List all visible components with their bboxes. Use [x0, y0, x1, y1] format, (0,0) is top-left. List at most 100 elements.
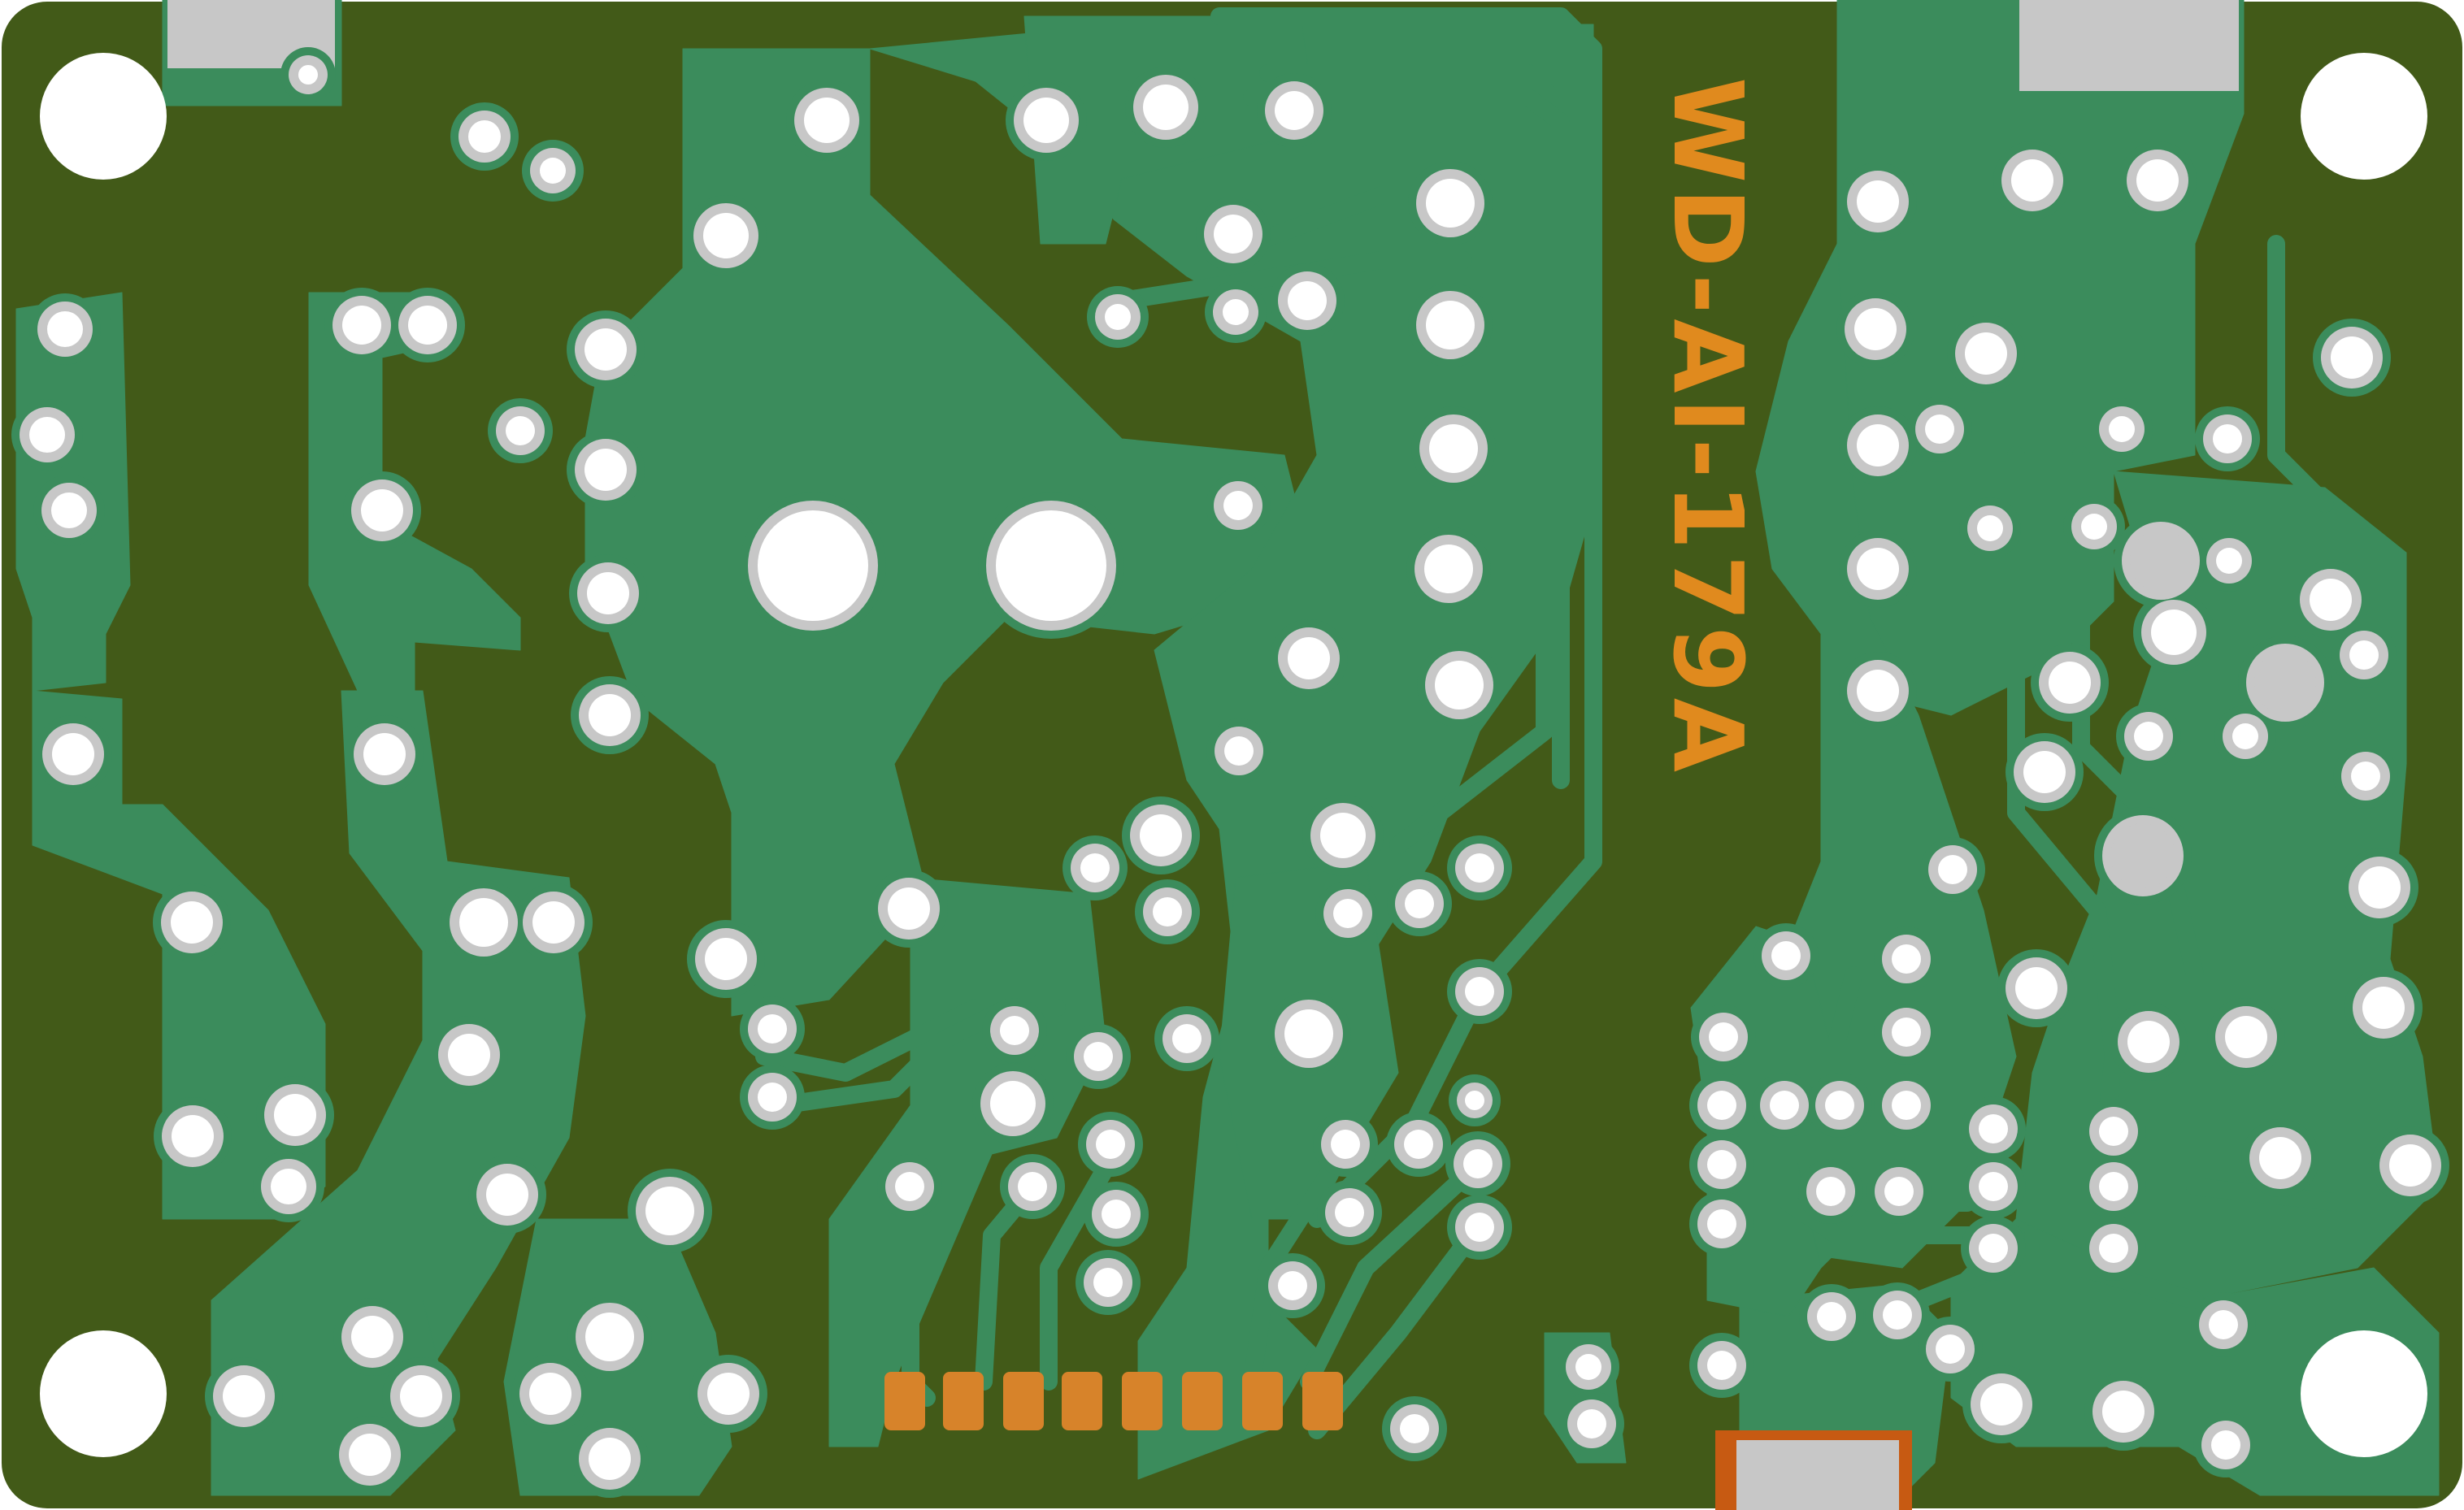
drill-hole: [1105, 304, 1131, 330]
drill-hole: [1333, 899, 1362, 928]
drill-hole: [703, 213, 749, 258]
drill-hole: [2232, 723, 2258, 749]
drill-hole: [1980, 1383, 2023, 1425]
test-pad: [2110, 823, 2175, 888]
drill-hole: [47, 311, 83, 347]
drill-hole: [804, 98, 850, 143]
drill-hole: [1709, 1022, 1738, 1052]
drill-hole: [2011, 159, 2053, 202]
drill-hole: [2099, 1172, 2128, 1201]
drill-hole: [589, 1438, 631, 1480]
drill-hole: [1288, 281, 1327, 320]
board-label: WD-AI-179A: [1652, 77, 1764, 777]
drill-hole: [2015, 967, 2058, 1009]
mounting-hole: [40, 53, 167, 180]
drill-hole: [2225, 1016, 2267, 1058]
drill-hole: [1172, 1024, 1202, 1053]
drill-hole: [1426, 301, 1475, 349]
drill-hole: [1224, 736, 1254, 766]
drill-hole: [990, 1081, 1036, 1126]
drill-hole: [1770, 1091, 1799, 1120]
drill-hole: [705, 938, 747, 980]
drill-hole: [363, 733, 406, 775]
mounting-hole: [2301, 1330, 2427, 1457]
drill-hole: [1424, 545, 1473, 593]
drill-hole: [1857, 670, 1899, 712]
drill-hole: [274, 1094, 316, 1136]
mounting-hole: [2301, 53, 2427, 180]
trace: [1259, 64, 1554, 854]
drill-hole: [1883, 1300, 1912, 1330]
through-hole-pads: [11, 47, 2449, 1498]
drill-hole: [2023, 751, 2066, 793]
drill-hole: [888, 887, 930, 930]
drill-hole: [1892, 944, 1921, 974]
drill-hole: [2310, 579, 2352, 621]
drill-hole: [2213, 424, 2242, 453]
drill-hole: [758, 510, 868, 621]
drill-hole: [1096, 1130, 1125, 1159]
drill-hole: [1429, 424, 1478, 473]
drill-hole: [1925, 414, 1954, 444]
drill-hole: [645, 1187, 694, 1235]
drill-hole: [1320, 813, 1366, 858]
drill-hole: [1771, 941, 1801, 970]
drill-hole: [1816, 1177, 1845, 1206]
drill-hole: [1857, 180, 1899, 223]
drill-hole: [2349, 640, 2379, 670]
trace: [2072, 446, 2383, 1212]
drill-hole: [2099, 1117, 2128, 1146]
drill-hole: [540, 158, 566, 184]
drill-hole: [2362, 987, 2405, 1029]
drill-hole: [298, 65, 318, 85]
drill-hole: [1465, 1213, 1494, 1242]
trace: [1113, 251, 1472, 310]
drill-hole: [584, 328, 627, 371]
drill-hole: [2216, 548, 2242, 574]
drill-hole: [400, 1375, 442, 1417]
drill-hole: [1084, 1042, 1113, 1071]
drill-hole: [2389, 1144, 2431, 1187]
drill-hole: [2331, 336, 2373, 379]
drill-hole: [223, 1375, 265, 1417]
drill-hole: [51, 492, 87, 528]
drill-hole: [1435, 661, 1484, 709]
drill-hole: [1275, 91, 1314, 130]
drill-hole: [1707, 1209, 1736, 1239]
drill-hole: [1979, 1234, 2008, 1263]
drill-hole: [1854, 308, 1897, 350]
trace: [771, 999, 1017, 1114]
drill-hole: [1331, 1130, 1360, 1159]
drill-hole: [171, 901, 213, 944]
drill-hole: [585, 1313, 634, 1361]
drill-hole: [1102, 1200, 1131, 1229]
drill-hole: [584, 449, 627, 491]
drill-hole: [486, 1174, 528, 1216]
drill-hole: [1000, 1016, 1029, 1045]
drill-hole: [408, 306, 447, 345]
drill-hole: [1936, 1334, 1965, 1364]
mounting-hole: [40, 1330, 167, 1457]
drill-hole: [2351, 762, 2380, 791]
trace: [1300, 1161, 1480, 1391]
drill-hole: [2259, 1137, 2301, 1179]
drill-hole: [1284, 1009, 1333, 1058]
test-pad: [2254, 652, 2316, 714]
connector-pad: [1736, 1440, 1899, 1510]
drill-hole: [1405, 889, 1434, 918]
drill-hole: [342, 306, 381, 345]
drill-hole: [1857, 548, 1899, 590]
drill-hole: [2081, 514, 2107, 540]
drill-hole: [1825, 1091, 1854, 1120]
drill-hole: [529, 1373, 571, 1415]
drill-hole: [1892, 1018, 1921, 1047]
drill-hole: [1965, 332, 2007, 375]
drill-hole: [1465, 977, 1494, 1006]
drill-hole: [2109, 416, 2135, 442]
drill-hole: [758, 1014, 787, 1044]
drill-hole: [587, 572, 629, 614]
drill-hole: [2127, 1021, 2170, 1063]
drill-hole: [1143, 85, 1189, 130]
drill-hole: [758, 1083, 787, 1112]
drill-hole: [361, 489, 403, 532]
